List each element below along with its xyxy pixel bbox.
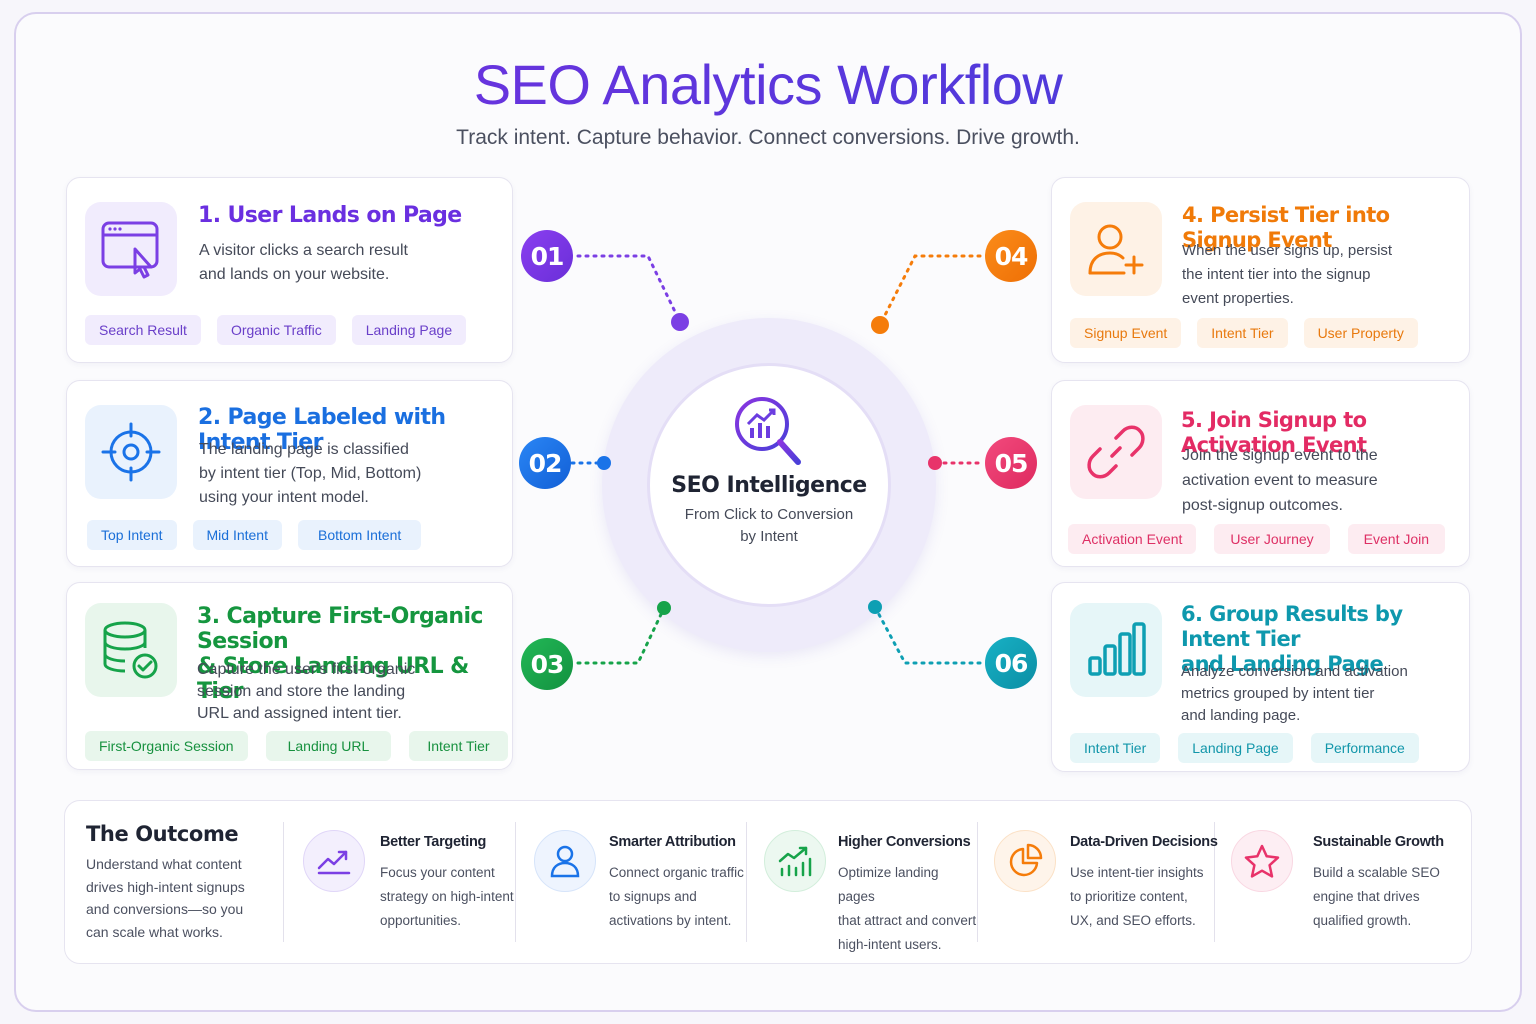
tag[interactable]: Intent Tier: [409, 731, 508, 761]
outcome-item-title: Data-Driven Decisions: [1070, 834, 1218, 850]
dot-02: [597, 456, 611, 470]
center-title: SEO Intelligence: [671, 473, 867, 498]
step-number-04[interactable]: 04: [985, 230, 1037, 282]
tag[interactable]: First-Organic Session: [85, 731, 248, 761]
step-card-5[interactable]: 5. Join Signup to Activation Event Join …: [1051, 380, 1470, 567]
dot-06: [868, 600, 882, 614]
divider: [515, 822, 516, 942]
pie-chart-icon: [994, 830, 1056, 892]
trend-up-icon: [303, 830, 365, 892]
dot-04: [871, 316, 889, 334]
tag[interactable]: Landing Page: [1178, 733, 1293, 763]
tag[interactable]: Top Intent: [87, 520, 177, 550]
step-card-2[interactable]: 2. Page Labeled with Intent Tier The lan…: [66, 380, 513, 567]
dot-03: [657, 601, 671, 615]
dot-05: [928, 456, 942, 470]
user-icon: [534, 830, 596, 892]
step-number-05[interactable]: 05: [985, 437, 1037, 489]
tag-list: Signup Event Intent Tier User Property: [1070, 318, 1418, 348]
bar-chart-icon: [1070, 603, 1162, 697]
tag[interactable]: Intent Tier: [1070, 733, 1161, 763]
step-title: 1. User Lands on Page: [198, 203, 462, 228]
tag[interactable]: Landing Page: [351, 315, 467, 345]
tag-list: Intent Tier Landing Page Performance: [1070, 733, 1419, 763]
tag[interactable]: User Property: [1303, 318, 1418, 348]
outcome-item-title: Smarter Attribution: [609, 834, 736, 850]
divider: [977, 822, 978, 942]
outcome-item-title: Sustainable Growth: [1313, 834, 1444, 850]
user-plus-icon: [1070, 202, 1162, 296]
divider: [283, 822, 284, 942]
step-number-02[interactable]: 02: [519, 437, 571, 489]
step-number-03[interactable]: 03: [521, 638, 573, 690]
step-card-3[interactable]: 3. Capture First-Organic Session& Store …: [66, 582, 513, 770]
target-icon: [85, 405, 177, 499]
tag[interactable]: Performance: [1310, 733, 1419, 763]
tag-list: Search Result Organic Traffic Landing Pa…: [85, 315, 467, 345]
tag[interactable]: Bottom Intent: [297, 520, 422, 550]
dot-01: [671, 313, 689, 331]
divider: [746, 822, 747, 942]
step-title: 3. Capture First-Organic Session& Store …: [197, 604, 483, 704]
step-title: 5. Join Signup to Activation Event: [1181, 408, 1367, 457]
step-title: 2. Page Labeled with Intent Tier: [198, 405, 446, 455]
tag[interactable]: Event Join: [1347, 524, 1446, 554]
tag-list: First-Organic Session Landing URL Intent…: [85, 731, 508, 761]
center-subtitle: From Click to Conversion by Intent: [684, 506, 854, 545]
tag-list: Top Intent Mid Intent Bottom Intent: [87, 520, 422, 550]
magnifier-chart-icon: [735, 397, 801, 465]
star-icon: [1231, 830, 1293, 892]
step-card-1[interactable]: 1. User Lands on Page A visitor clicks a…: [66, 177, 513, 363]
tag[interactable]: Search Result: [85, 315, 201, 345]
tag[interactable]: Mid Intent: [192, 520, 282, 550]
divider: [1214, 822, 1215, 942]
page-title: SEO Analytics Workflow: [0, 52, 1536, 117]
link-icon: [1070, 405, 1162, 499]
page-subtitle: Track intent. Capture behavior. Connect …: [456, 126, 1080, 149]
center-core: [650, 366, 888, 604]
outcome-item-title: Better Targeting: [380, 834, 487, 850]
step-number-01[interactable]: 01: [521, 230, 573, 282]
tag[interactable]: User Journey: [1214, 524, 1330, 554]
outcome-item-title: Higher Conversions: [838, 834, 971, 850]
tag[interactable]: Intent Tier: [1197, 318, 1288, 348]
step-title: 4. Persist Tier into Signup Event: [1182, 203, 1390, 252]
step-card-4[interactable]: 4. Persist Tier into Signup Event When t…: [1051, 177, 1470, 363]
browser-cursor-icon: [85, 202, 177, 296]
growth-chart-icon: [764, 830, 826, 892]
database-check-icon: [85, 603, 177, 697]
outcome-title: The Outcome: [86, 822, 239, 846]
tag[interactable]: Activation Event: [1068, 524, 1197, 554]
tag[interactable]: Signup Event: [1070, 318, 1182, 348]
tag[interactable]: Landing URL: [265, 731, 392, 761]
tag-list: Activation Event User Journey Event Join: [1068, 524, 1446, 554]
tag[interactable]: Organic Traffic: [216, 315, 336, 345]
outcome-panel: [64, 800, 1472, 964]
step-number-06[interactable]: 06: [985, 637, 1037, 689]
